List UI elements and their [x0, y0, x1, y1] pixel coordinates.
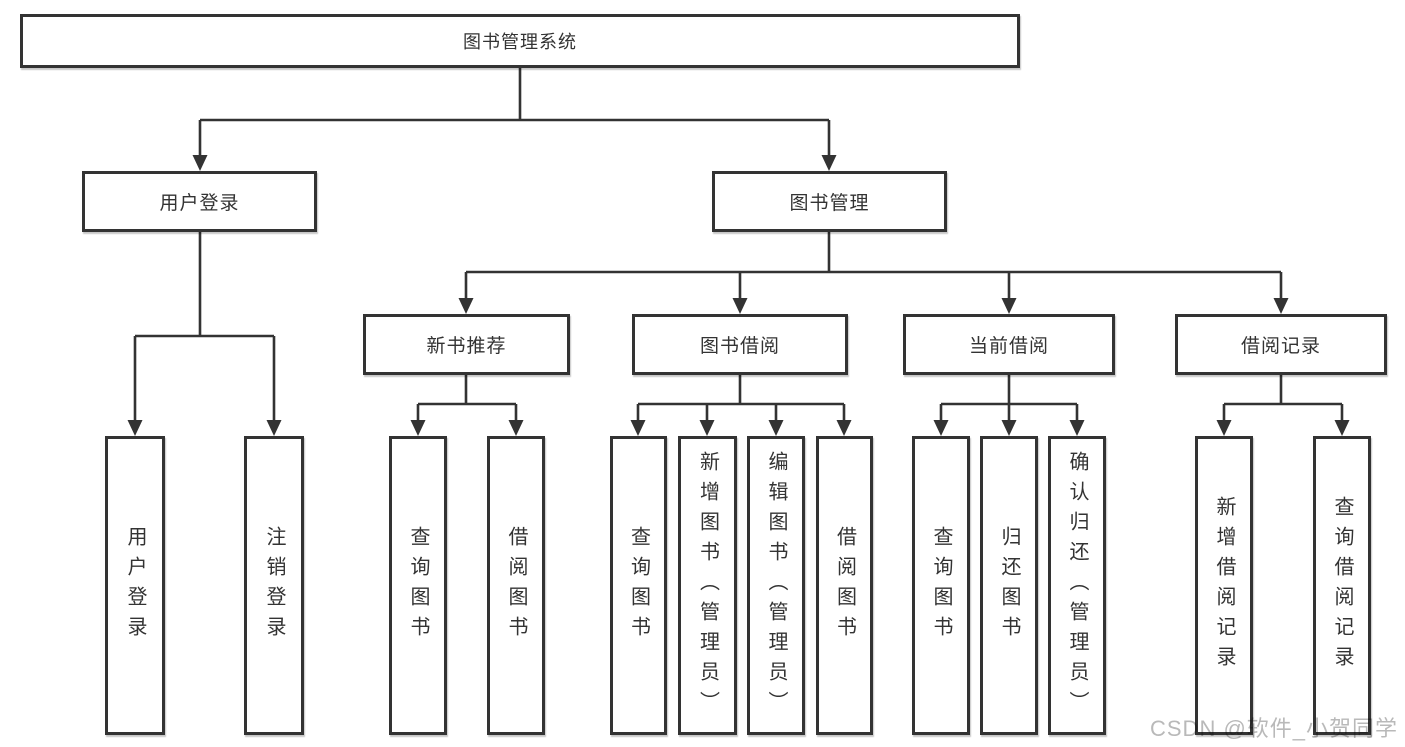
- leaf-confirm-return-admin: 确认归还（管理员）: [1048, 436, 1106, 735]
- leaf-query-books-recommend: 查询图书: [389, 436, 447, 735]
- leaf-borrow-books-borrowing: 借阅图书: [816, 436, 873, 735]
- leaf-return-books: 归还图书: [980, 436, 1038, 735]
- leaf-add-book-admin: 新增图书（管理员）: [678, 436, 737, 735]
- leaf-add-borrow-record: 新增借阅记录: [1195, 436, 1253, 735]
- leaf-edit-book-admin: 编辑图书（管理员）: [747, 436, 805, 735]
- node-new-book-recommend: 新书推荐: [363, 314, 570, 375]
- node-user-login: 用户登录: [82, 171, 317, 232]
- node-borrowing-records: 借阅记录: [1175, 314, 1387, 375]
- leaf-logout: 注销登录: [244, 436, 304, 735]
- leaf-query-borrow-record: 查询借阅记录: [1313, 436, 1371, 735]
- leaf-query-books-borrowing: 查询图书: [610, 436, 667, 735]
- node-current-borrowing: 当前借阅: [903, 314, 1115, 375]
- node-library-management-system: 图书管理系统: [20, 14, 1020, 68]
- leaf-borrow-books-recommend: 借阅图书: [487, 436, 545, 735]
- node-book-management: 图书管理: [712, 171, 947, 232]
- leaf-query-books-current: 查询图书: [912, 436, 970, 735]
- node-book-borrowing: 图书借阅: [632, 314, 848, 375]
- leaf-user-login: 用户登录: [105, 436, 165, 735]
